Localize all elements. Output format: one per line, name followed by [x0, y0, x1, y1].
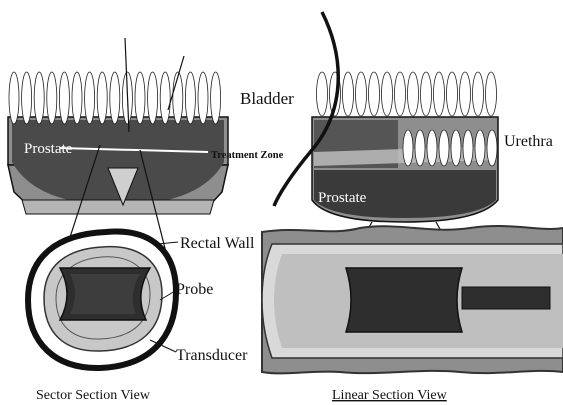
sector-lesion — [22, 72, 32, 124]
sector-lesion — [47, 72, 57, 124]
sector-lesion — [198, 72, 208, 124]
linear-lesion — [473, 72, 484, 116]
sector-lesion — [148, 72, 158, 124]
linear-lesion — [415, 130, 425, 166]
linear-transducer — [346, 268, 462, 332]
sector-lesion — [211, 72, 221, 124]
linear-lesion — [395, 72, 406, 116]
sector-lesion — [97, 72, 107, 124]
linear-lesion — [427, 130, 437, 166]
linear-lesion — [317, 72, 328, 116]
sector-lesion — [160, 72, 170, 124]
transducer-inner — [70, 274, 140, 314]
sector-lesion — [110, 72, 120, 124]
linear-lesion — [421, 72, 432, 116]
linear-lesion — [475, 130, 485, 166]
linear-lesion — [434, 72, 445, 116]
sector-lesion — [185, 72, 195, 124]
linear-lesion — [343, 72, 354, 116]
sector-lesion — [85, 72, 95, 124]
sector-lesion — [59, 72, 69, 124]
linear-lesion — [463, 130, 473, 166]
linear-transducer-shaft — [462, 287, 550, 309]
sector-lesion — [34, 72, 44, 124]
probe-label: Probe — [176, 281, 213, 298]
linear-lesion — [382, 72, 393, 116]
linear-lesion — [451, 130, 461, 166]
prostate-left-label: Prostate — [24, 141, 73, 157]
linear-lesion — [486, 72, 497, 116]
sector-section-caption: Sector Section View — [36, 388, 151, 403]
linear-lesion — [403, 130, 413, 166]
bladder-label: Bladder — [240, 89, 294, 108]
linear-probe-assembly — [262, 226, 563, 373]
urethra-label: Urethra — [504, 133, 553, 150]
sector-lesion — [173, 72, 183, 124]
rectal-wall-label: Rectal Wall — [180, 235, 255, 252]
linear-lesion — [439, 130, 449, 166]
linear-lesion — [487, 130, 497, 166]
treatment-zone-label: Treatment Zone — [211, 150, 284, 161]
transducer-label: Transducer — [176, 347, 248, 364]
sector-lesion — [135, 72, 145, 124]
linear-section-view: Bladder Urethra Prostate Linear Section … — [240, 12, 563, 403]
sector-lesion — [9, 72, 19, 124]
linear-lesion — [408, 72, 419, 116]
linear-lesion — [356, 72, 367, 116]
linear-lesion — [369, 72, 380, 116]
sector-probe-assembly — [28, 232, 176, 368]
sector-lesion — [72, 72, 82, 124]
linear-section-caption: Linear Section View — [332, 388, 448, 403]
sector-lesion-columns — [9, 72, 221, 124]
linear-lesion — [447, 72, 458, 116]
linear-lesion — [460, 72, 471, 116]
prostate-right-label: Prostate — [318, 190, 367, 206]
sector-bottom-band — [22, 200, 214, 214]
